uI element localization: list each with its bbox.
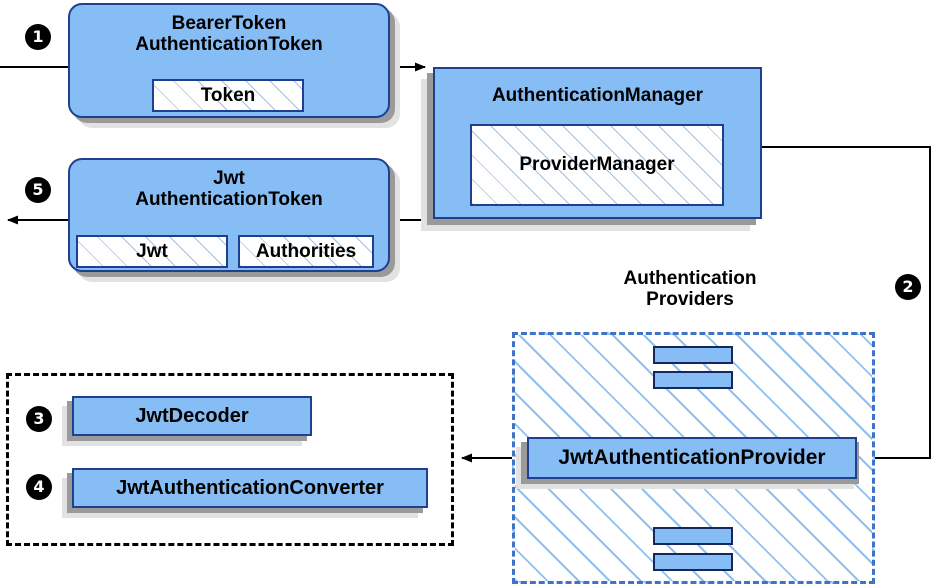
jwt-token-title-line2: AuthenticationToken (135, 189, 323, 211)
step-marker-1: 1 (25, 24, 51, 50)
field-jwt-label: Jwt (136, 240, 168, 262)
jwt-token-title-line1: Jwt (213, 168, 245, 189)
provider-stack-bar-top-1 (653, 346, 733, 364)
step-marker-4: 4 (26, 474, 52, 500)
bearer-token-title-line2: AuthenticationToken (135, 34, 323, 56)
field-authorities-label: Authorities (255, 240, 357, 262)
jwt-authentication-provider-label: JwtAuthenticationProvider (558, 446, 826, 469)
authentication-providers-caption: Authentication Providers (560, 268, 820, 311)
field-authorities[interactable]: Authorities (238, 235, 374, 268)
field-token[interactable]: Token (152, 79, 304, 112)
jwt-authentication-converter-label: JwtAuthenticationConverter (116, 476, 384, 499)
provider-stack-bar-bottom-1 (653, 527, 733, 545)
node-jwt-authentication-provider[interactable]: JwtAuthenticationProvider (527, 437, 857, 479)
field-provider-manager-label: ProviderManager (519, 154, 675, 175)
field-jwt[interactable]: Jwt (76, 235, 228, 268)
bearer-token-title-line1: BearerToken (171, 13, 287, 34)
jwt-support-beans-container (6, 373, 454, 546)
authentication-providers-caption-line2: Providers (646, 289, 734, 311)
field-provider-manager[interactable]: ProviderManager (470, 124, 724, 206)
node-jwt-decoder[interactable]: JwtDecoder (72, 396, 312, 436)
authentication-manager-title: AuthenticationManager (491, 85, 704, 106)
step-marker-2: 2 (895, 274, 921, 300)
authentication-providers-caption-line1: Authentication (623, 268, 757, 289)
jwt-decoder-label: JwtDecoder (135, 404, 249, 427)
step-marker-3: 3 (26, 406, 52, 432)
provider-stack-bar-top-2 (653, 371, 733, 389)
node-jwt-authentication-converter[interactable]: JwtAuthenticationConverter (72, 468, 428, 508)
node-bearer-token-authentication-token[interactable]: BearerToken AuthenticationToken (68, 3, 390, 118)
provider-stack-bar-bottom-2 (653, 553, 733, 571)
field-token-label: Token (200, 84, 256, 106)
step-marker-5: 5 (25, 177, 51, 203)
